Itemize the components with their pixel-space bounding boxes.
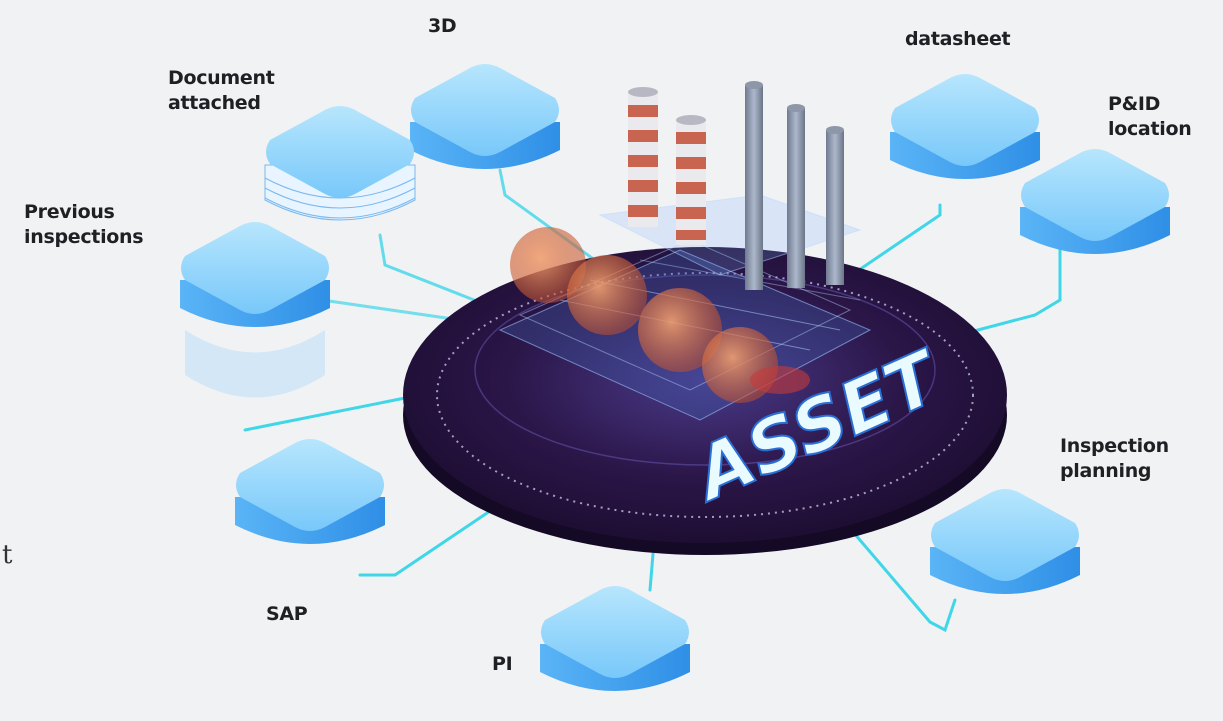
striped-chimney-2 [676, 115, 706, 245]
grey-stack-2 [787, 108, 805, 288]
label-datasheet: datasheet [905, 28, 1011, 50]
edge-text-fragment: t [2, 540, 13, 570]
striped-chimney-1 [628, 87, 658, 227]
label-pi: PI [492, 653, 513, 675]
label-inspection-planning: Inspection planning [1060, 435, 1169, 482]
node-pid-location [1020, 149, 1170, 254]
label-document-attached: Document attached [168, 67, 275, 114]
label-sap: SAP [266, 603, 308, 625]
asset-platform [403, 247, 1007, 555]
node-previous-inspections [180, 222, 330, 398]
label-previous-inspections: Previous inspections [24, 201, 144, 248]
grey-stack-1 [745, 85, 763, 290]
grey-stack-3 [826, 130, 844, 285]
connector-pid [938, 248, 1062, 342]
node-3d [410, 64, 560, 169]
node-document-attached [264, 106, 416, 221]
label-pid-location: P&ID location [1108, 93, 1192, 140]
facility-illustration [498, 81, 872, 421]
node-pi [540, 586, 690, 691]
connector-inspection [798, 468, 957, 633]
node-sap [235, 439, 385, 544]
connector-previous [320, 298, 462, 322]
node-datasheet [890, 74, 1040, 179]
node-inspection-planning [930, 489, 1080, 594]
label-3d: 3D [428, 15, 457, 37]
connector-lines [243, 168, 1062, 633]
